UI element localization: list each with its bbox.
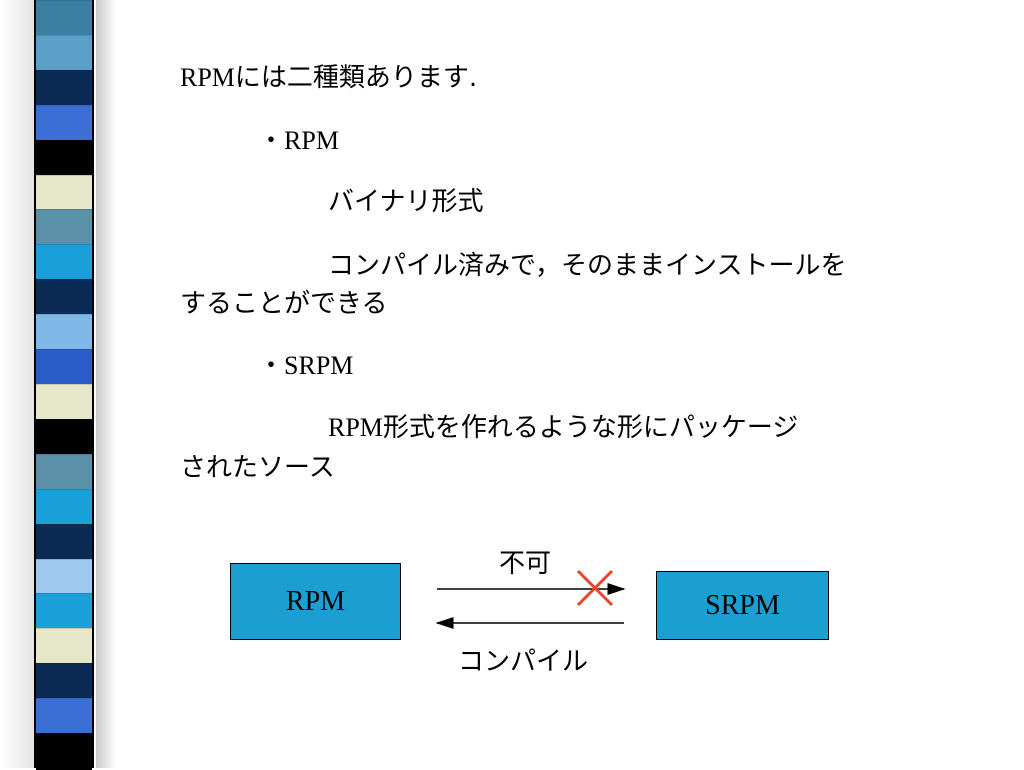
stripe-segment [36,174,92,212]
stripe-segment [36,0,92,37]
backward-label: コンパイル [458,647,589,677]
cross-mark [576,569,614,607]
stripe-segment [36,418,92,456]
stripe-segment [36,279,92,317]
intro-latin: RPM [180,63,235,92]
stripe-segment [36,384,92,421]
stripe-shadow-left [0,0,34,768]
stripe-segment [36,69,92,107]
rpm-box-label: RPM [285,585,346,617]
stripe-segment [36,488,92,526]
stripe-segment [36,453,92,491]
stripe-shadow [96,0,116,768]
bullet-item-srpm: ・SRPM [258,350,353,382]
stripe-segment [36,34,92,72]
decorative-stripe [34,0,94,770]
stripe-segment [36,593,92,631]
intro-text: には二種類あります. [234,63,478,93]
desc-line: することができる [180,289,388,319]
intro-line: RPMには二種類あります. [180,62,477,94]
bullet-marker: ・ [258,126,285,156]
stripe-segment [36,628,92,666]
stripe-segment [36,663,92,701]
forward-label: 不可 [499,549,552,579]
bullet-title: RPM [284,126,339,155]
stripe-segment [36,523,92,561]
bullet-title: SRPM [284,351,354,380]
stripe-segment [36,104,92,142]
desc-text: 形式を作れるような形にパッケージ [382,413,799,443]
stripe-segment [36,139,92,177]
desc-line: されたソース [180,453,335,483]
srpm-box-label: SRPM [705,589,780,621]
rpm-box: RPM [230,563,401,640]
stripe-segment [36,558,92,596]
stripe-segment [36,314,92,352]
srpm-box: SRPM [656,571,829,640]
stripe-segment [36,698,92,736]
desc-line: コンパイル済みで，そのままインストールを [328,251,847,281]
stripe-segment [36,733,92,770]
bullet-marker: ・ [258,351,285,381]
desc-line: バイナリ形式 [328,187,484,217]
stripe-segment [36,349,92,386]
desc-latin: RPM [328,413,383,442]
bullet-item-rpm: ・RPM [258,125,339,157]
desc-line: RPM形式を作れるような形にパッケージ [328,412,798,444]
stripe-segment [36,244,92,282]
stripe-segment [36,209,92,247]
